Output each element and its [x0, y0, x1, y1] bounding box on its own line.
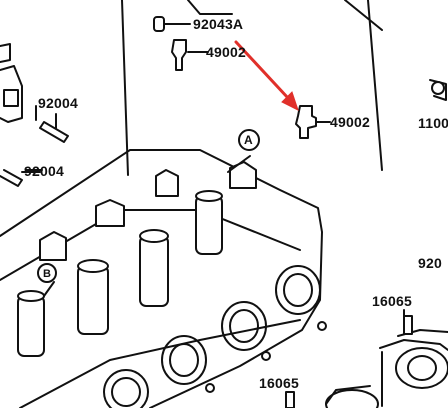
stud-16065-right: [403, 315, 413, 335]
callout-1100: 1100: [418, 115, 448, 131]
callout-92004-mid: 92004: [24, 163, 64, 179]
tower-2: [77, 265, 109, 335]
intake-boot-right: [395, 347, 448, 389]
callout-92004-top: 92004: [38, 95, 78, 111]
head-outline: [0, 149, 323, 408]
stud-92004-mid: [0, 169, 23, 187]
callout-49002-upper: 49002: [206, 44, 246, 60]
stud-49002-upper: [171, 39, 187, 71]
callout-920: 920: [418, 255, 442, 271]
callout-16065-bottom: 16065: [259, 375, 299, 391]
frame-line-top: [187, 0, 233, 15]
callout-49002-red: 49002: [330, 114, 370, 130]
frame-line-left: [121, 0, 129, 176]
left-box-inner: [3, 89, 19, 107]
ref-label-a: A: [244, 133, 253, 147]
ref-circle-a: [238, 129, 260, 151]
callout-16065-right: 16065: [372, 293, 412, 309]
frame-line-diagonal: [344, 0, 383, 31]
highlight-arrow: [234, 40, 299, 111]
tower-1: [139, 235, 169, 307]
frame-line-right: [367, 0, 383, 171]
intake-port-1: [275, 265, 321, 315]
intake-port-2: [221, 301, 267, 351]
ref-label-b: B: [43, 268, 52, 280]
stud-49002-red: [295, 105, 317, 139]
tower-4: [17, 295, 45, 357]
stud-92004-top: [39, 121, 69, 143]
callout-92043a: 92043A: [193, 16, 244, 32]
left-box-part: [0, 65, 23, 123]
intake-port-3: [161, 335, 207, 385]
dowel-92043a: [153, 16, 165, 32]
stud-16065-bottom: [285, 391, 295, 408]
intake-port-4: [103, 369, 149, 408]
tower-3: [195, 195, 223, 255]
ref-circle-b: [37, 263, 57, 283]
